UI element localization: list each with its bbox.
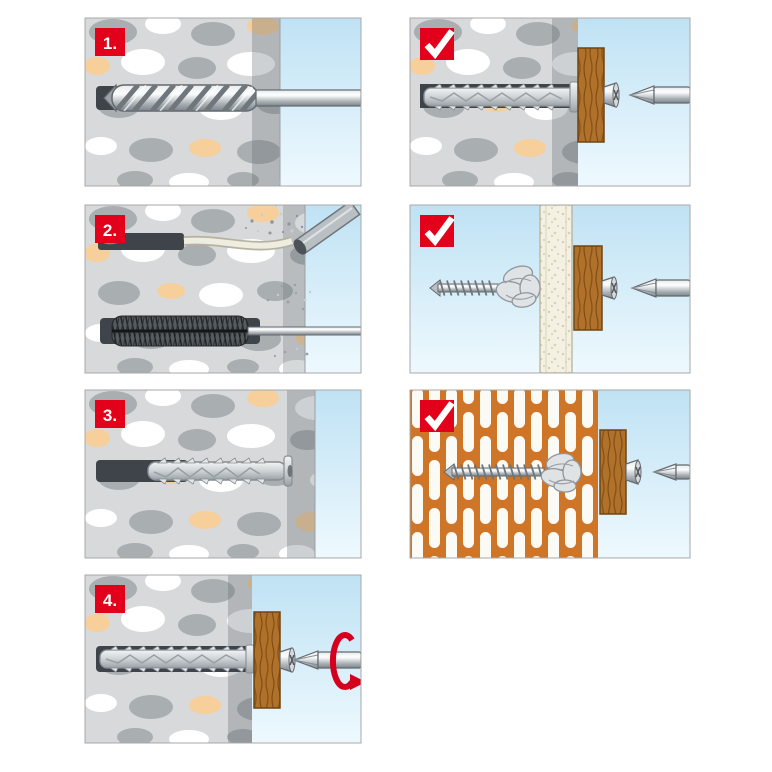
knotted-plug-icon — [495, 265, 541, 308]
panel-border — [84, 17, 362, 187]
screw-head-icon — [279, 647, 296, 673]
cleaning-brush-icon — [111, 315, 361, 347]
dust-particles-lower — [266, 283, 312, 358]
panel-border — [409, 17, 691, 187]
screw-head-icon — [603, 82, 620, 108]
dust-particles — [245, 205, 304, 235]
step-badge-1: 1. — [95, 28, 125, 56]
brush-shaft — [247, 326, 361, 336]
checkmark-icon — [424, 29, 455, 60]
knotted-plug-icon — [540, 452, 582, 493]
plug-expansion-slit — [153, 467, 261, 478]
panel-borders — [84, 17, 691, 744]
plug-collar — [245, 644, 255, 674]
check-badge — [420, 400, 455, 432]
panel-result-cavity-wall — [410, 205, 690, 373]
panel-border — [409, 389, 691, 559]
panel-border — [84, 389, 362, 559]
wood-board — [253, 611, 281, 709]
plug-ribs-top — [156, 457, 266, 464]
step-number: 1. — [103, 34, 117, 53]
panel-border — [84, 574, 362, 744]
wall-plug-icon — [147, 455, 293, 487]
plug-ribs-bottom — [432, 105, 555, 111]
screw-icon — [443, 462, 545, 482]
panel-step-1: 1. — [85, 18, 361, 186]
step-badge-3: 3. — [95, 400, 125, 428]
plug-expansion-slit — [105, 654, 239, 664]
blow-hose — [183, 237, 293, 249]
plug-ribs-top — [432, 83, 555, 89]
blowout-pipe-icon — [293, 205, 361, 255]
step-number: 2. — [103, 221, 117, 240]
panel-border — [84, 204, 362, 374]
drill-shaft — [255, 89, 361, 107]
screwdriver-icon — [292, 650, 361, 670]
check-badge — [420, 215, 455, 247]
panel-border — [409, 204, 691, 374]
wood-board — [577, 47, 605, 143]
screw-thread — [453, 464, 544, 480]
plug-collar — [569, 81, 579, 113]
plug-screw-hole — [287, 465, 293, 477]
wood-board — [573, 245, 603, 331]
panel-result-perforated-brick — [410, 390, 690, 558]
plasterboard-panel — [539, 205, 573, 373]
screwdriver-shaft — [317, 651, 361, 669]
plug-expansion-slit — [429, 92, 563, 102]
drill-bit-icon — [103, 83, 361, 113]
step-number: 3. — [103, 406, 117, 425]
panel-step-2: 2. — [85, 205, 361, 373]
drill-flutes — [114, 85, 258, 111]
screwdriver-tip-icon — [652, 463, 690, 481]
checkmark-icon — [424, 216, 455, 247]
screwdriver-tip-icon — [628, 85, 690, 105]
plug-ribs-bottom — [156, 478, 266, 485]
step-number: 4. — [103, 591, 117, 610]
panel-step-3: 3. — [85, 390, 361, 558]
screw-thread — [439, 280, 495, 296]
wall-plug-icon — [423, 81, 579, 113]
step-badge-2: 2. — [95, 215, 125, 243]
checkmark-icon — [424, 401, 455, 432]
check-badge — [420, 28, 455, 60]
panel-step-4: 4. — [85, 575, 361, 743]
plug-ribs-bottom — [108, 667, 245, 673]
panel-result-solid-wall — [410, 18, 690, 186]
wood-board — [599, 429, 627, 515]
step-badge-4: 4. — [95, 585, 125, 613]
plug-ribs-top — [108, 645, 245, 651]
screw-head-icon — [625, 459, 642, 485]
screwdriver-tip-icon — [630, 278, 690, 298]
screw-head-icon — [601, 276, 618, 300]
wall-plug-icon — [99, 644, 255, 674]
rotation-arrow-icon — [329, 632, 361, 690]
screw-icon — [429, 278, 499, 298]
